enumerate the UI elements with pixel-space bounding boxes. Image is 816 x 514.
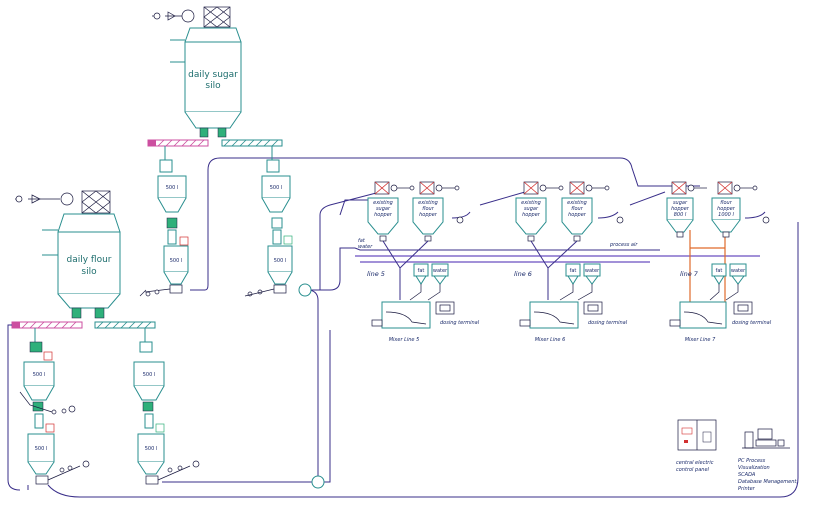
svg-text:800 l: 800 l (674, 212, 687, 218)
svg-text:water: water (731, 268, 746, 274)
flour-silo-label-1: daily flour (67, 255, 112, 265)
pc-workstation: PC Process Visualization SCADA Database … (738, 428, 798, 492)
line6-fat-water: line 6 fat water (514, 263, 601, 301)
flour-scale-2: 500 l 500 l (133, 328, 325, 489)
svg-text:1000 l: 1000 l (718, 212, 734, 218)
flour-scale-1: 500 l 500 l (19, 328, 90, 485)
line7-fat-water: line 7 fat water (680, 263, 747, 301)
mixer-line7-label: Mixer Line 7 (685, 337, 716, 343)
pc-label-4: Database Management, (738, 479, 798, 485)
svg-text:fat: fat (716, 268, 723, 274)
line6-hoppers: existing sugar hopper existing flour hop… (515, 181, 638, 300)
control-panel-label-1: central electric (676, 460, 714, 466)
svg-text:existing: existing (373, 200, 393, 206)
svg-text:500 l: 500 l (143, 372, 156, 378)
pc-label-5: Printer (738, 486, 756, 492)
line5-label: line 5 (367, 270, 385, 278)
svg-text:500 l: 500 l (33, 372, 46, 378)
svg-text:500 l: 500 l (274, 258, 287, 264)
svg-text:500 l: 500 l (35, 446, 48, 452)
mixer-line6: Mixer Line 6 dosing terminal (519, 301, 628, 343)
dosing-terminal-7: dosing terminal (732, 320, 772, 326)
mixer-line5-label: Mixer Line 5 (389, 337, 420, 343)
svg-text:hopper: hopper (717, 206, 736, 212)
svg-text:hopper: hopper (374, 212, 393, 218)
line6-label: line 6 (514, 270, 532, 278)
svg-text:500 l: 500 l (170, 258, 183, 264)
sugar-silo-label-1: daily sugar (188, 70, 238, 80)
svg-text:hopper: hopper (522, 212, 541, 218)
svg-text:sugar: sugar (376, 206, 391, 212)
svg-text:flour: flour (422, 206, 434, 212)
svg-text:existing: existing (418, 200, 438, 206)
svg-text:water: water (358, 244, 373, 250)
svg-text:500 l: 500 l (270, 185, 283, 191)
svg-text:flour: flour (720, 200, 732, 206)
svg-text:fat: fat (570, 268, 577, 274)
svg-text:sugar: sugar (673, 200, 688, 206)
dosing-terminal-6: dosing terminal (588, 320, 628, 326)
conveying-pipes (27, 157, 799, 498)
line5-fat-water: fat water line 5 fat water (358, 238, 449, 301)
mixer-line5: Mixer Line 5 dosing terminal (371, 301, 480, 343)
svg-text:hopper: hopper (419, 212, 438, 218)
svg-text:500 l: 500 l (145, 446, 158, 452)
sugar-scale-2: 500 l 500 l (244, 146, 312, 297)
svg-text:water: water (433, 268, 448, 274)
line7-label: line 7 (680, 270, 699, 278)
svg-text:hopper: hopper (568, 212, 587, 218)
svg-text:fat: fat (358, 238, 366, 244)
flour-silo: daily flour silo (15, 190, 121, 319)
pc-label-3: SCADA (738, 472, 756, 478)
sugar-silo: daily sugar silo (152, 6, 242, 138)
pc-label-2: Visualization (738, 465, 770, 471)
mixer-line6-label: Mixer Line 6 (535, 337, 566, 343)
dosing-terminal-5: dosing terminal (440, 320, 480, 326)
scale-label: 500 l (166, 185, 179, 191)
flour-silo-label-2: silo (81, 267, 97, 277)
svg-text:hopper: hopper (671, 206, 690, 212)
line7-hoppers: sugar hopper 800 l flour hopper 1000 l (666, 181, 770, 238)
svg-text:fat: fat (418, 268, 425, 274)
central-control-panel: central electric control panel (676, 419, 717, 473)
sugar-screw-conveyors (147, 139, 283, 147)
svg-text:existing: existing (567, 200, 587, 206)
svg-text:existing: existing (521, 200, 541, 206)
pc-label-1: PC Process (738, 458, 766, 464)
sugar-silo-label-2: silo (205, 81, 221, 91)
sugar-scale-1: 500 l 500 l (139, 146, 189, 297)
line5-hoppers: existing sugar hopper existing flour hop… (367, 181, 464, 300)
mixer-line7: Mixer Line 7 dosing terminal (669, 301, 772, 343)
svg-text:flour: flour (571, 206, 583, 212)
process-air-label: process air (609, 242, 638, 248)
svg-text:sugar: sugar (524, 206, 539, 212)
flour-screw-conveyors (7, 321, 156, 491)
svg-text:water: water (585, 268, 600, 274)
control-panel-label-2: control panel (676, 467, 710, 473)
